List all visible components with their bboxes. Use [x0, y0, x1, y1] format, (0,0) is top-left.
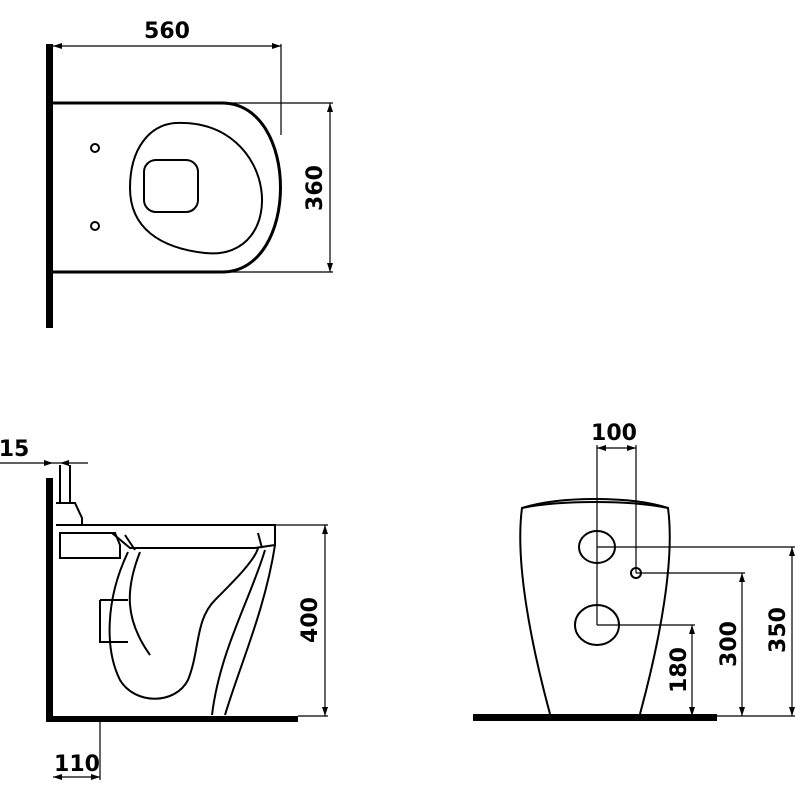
- front-view-fixing-arrow-bottom: [739, 707, 745, 716]
- top-view-depth-arrow-top: [327, 103, 333, 112]
- side-view-height-label: 400: [298, 597, 323, 643]
- side-view-height-arrow-top: [322, 525, 328, 534]
- side-view-gap-arrow-left: [44, 460, 53, 466]
- top-view-fixing-hole-lower: [90, 221, 100, 231]
- side-view-outlet-label: 110: [54, 752, 100, 777]
- top-view-width-arrow-right: [272, 43, 281, 49]
- side-view: 15 400 110: [0, 437, 328, 780]
- top-view-fixing-hole-upper: [90, 143, 100, 153]
- top-view-bowl-outline: [53, 101, 282, 274]
- side-view-trap-inner: [128, 551, 151, 656]
- side-view-bracket-lower: [59, 532, 121, 559]
- side-view-bowl-interior: [108, 547, 259, 700]
- top-view-depth-label: 360: [303, 165, 328, 211]
- side-view-frame-lines: [59, 465, 71, 503]
- front-view-spacing-arrow-right: [627, 445, 636, 451]
- side-view-gap-arrow-right: [60, 460, 69, 466]
- front-view-fixing-arrow-top: [739, 573, 745, 582]
- front-view-inlet-label: 350: [766, 607, 791, 653]
- top-view-bowl-opening: [143, 159, 199, 213]
- front-view-outlet-arrow-bottom: [689, 707, 695, 716]
- side-view-seat-hinge: [124, 532, 263, 551]
- front-view-spacing-label: 100: [591, 421, 637, 446]
- side-view-wall: [46, 478, 53, 722]
- side-view-outlet: [99, 599, 128, 643]
- front-view: 100 180 300 350: [473, 421, 795, 721]
- front-view-inlet-arrow-bottom: [789, 707, 795, 716]
- top-view: 560 360: [46, 19, 333, 328]
- top-view-depth-arrow-bottom: [327, 263, 333, 272]
- front-view-spacing-arrow-left: [597, 445, 606, 451]
- side-view-body-front-inner: [211, 549, 266, 716]
- front-view-body-outline: [519, 498, 671, 715]
- side-view-bracket-upper: [56, 502, 83, 526]
- front-view-inlet-arrow-top: [789, 547, 795, 556]
- front-view-outlet-arrow-top: [689, 625, 695, 634]
- side-view-outlet-arrow-left: [53, 774, 62, 780]
- side-view-outlet-arrow-right: [91, 774, 100, 780]
- front-view-floor: [473, 714, 717, 721]
- side-view-rim: [82, 524, 276, 549]
- top-view-width-arrow-left: [53, 43, 62, 49]
- top-view-width-label: 560: [144, 19, 190, 44]
- side-view-height-arrow-bottom: [322, 707, 328, 716]
- front-view-top-edge: [521, 501, 669, 509]
- front-view-fixing-label: 300: [717, 621, 742, 667]
- side-view-gap-label: 15: [0, 437, 29, 462]
- side-view-body-front: [224, 544, 276, 716]
- top-view-seat-ring: [128, 121, 263, 255]
- top-view-wall: [46, 44, 53, 328]
- side-view-floor: [46, 716, 298, 722]
- front-view-outlet-label: 180: [667, 647, 692, 693]
